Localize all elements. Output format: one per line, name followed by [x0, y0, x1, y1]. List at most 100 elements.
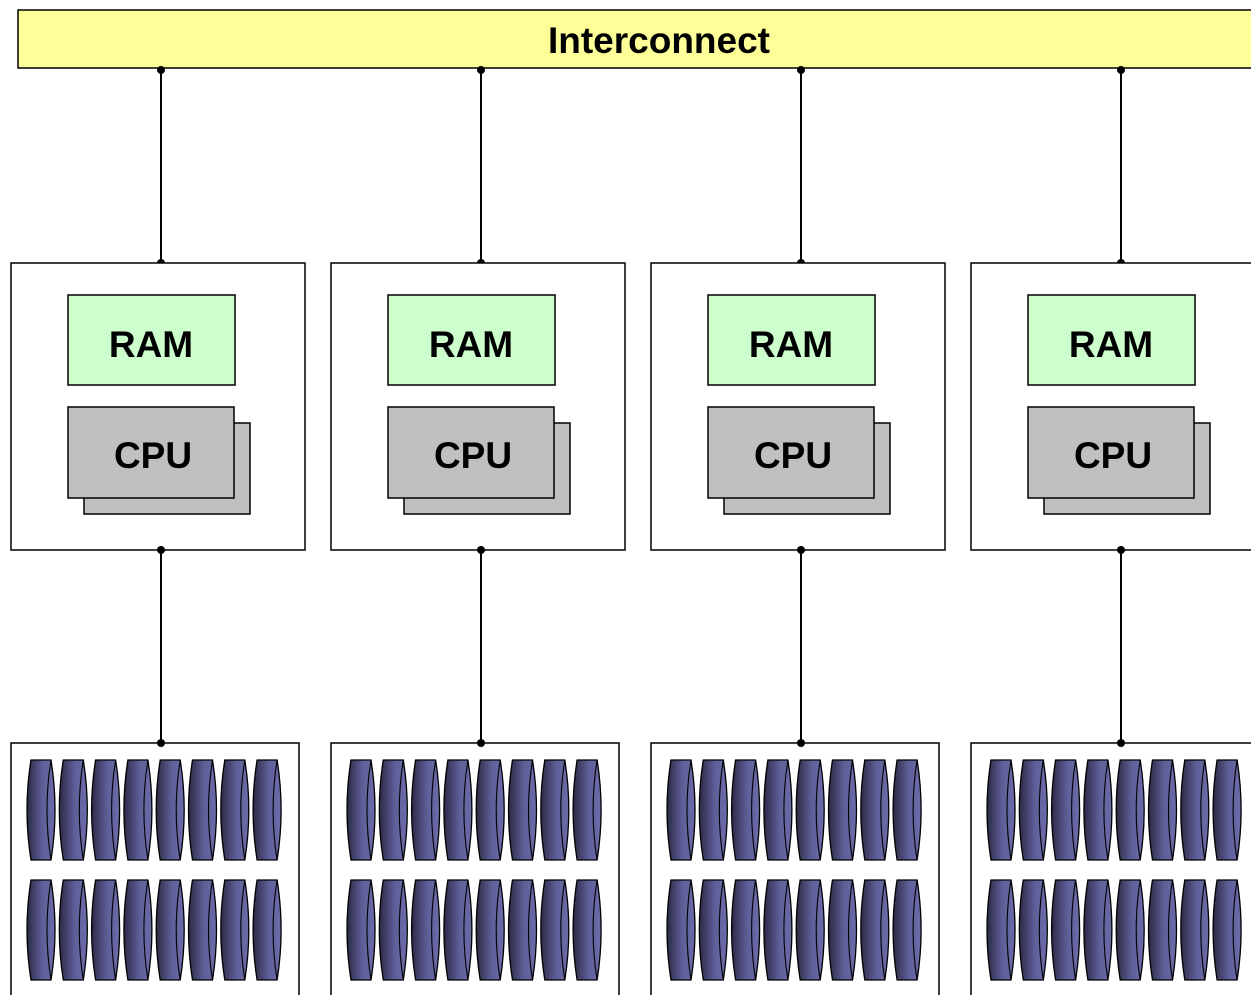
disk-body	[1180, 759, 1210, 861]
disk-icon	[892, 879, 922, 981]
disk-edge	[912, 759, 918, 861]
disk-body	[1018, 759, 1048, 861]
disk-icon	[860, 759, 890, 861]
disk-icon	[666, 879, 696, 981]
disk-body	[58, 759, 88, 861]
disk-icon	[666, 759, 696, 861]
disk-icon	[123, 759, 153, 861]
junction-dot	[1117, 546, 1125, 554]
disk-body	[187, 759, 218, 861]
disk-body	[1115, 759, 1145, 861]
disk-body	[1115, 879, 1145, 981]
disk-edge	[111, 879, 117, 981]
disk-icon	[540, 759, 570, 861]
disk-icon	[827, 759, 858, 861]
disk-body	[378, 879, 408, 981]
disk-body	[795, 879, 825, 981]
disk-icon	[698, 879, 728, 981]
disk-edge	[718, 879, 724, 981]
junction-dot	[797, 546, 805, 554]
disk-body	[730, 759, 761, 861]
disk-body	[1083, 879, 1113, 981]
junction-dot	[1117, 66, 1125, 74]
disk-body	[698, 759, 728, 861]
disk-body	[187, 879, 218, 981]
disk-body	[443, 759, 473, 861]
disk-edge	[1006, 879, 1012, 981]
disk-icon	[123, 879, 153, 981]
disk-body	[827, 759, 858, 861]
junction-dot	[157, 66, 165, 74]
disk-icon	[155, 759, 185, 861]
disk-body	[730, 879, 761, 981]
disk-icon	[986, 759, 1016, 861]
disk-edge	[463, 879, 469, 981]
storage-enclosure	[330, 742, 620, 995]
disk-edge	[592, 879, 598, 981]
disk-icon	[730, 759, 761, 861]
disk-icon	[572, 759, 602, 861]
junction-dot	[477, 546, 485, 554]
disk-icon	[795, 759, 825, 861]
disk-icon	[443, 759, 473, 861]
disk-edge	[1135, 759, 1141, 861]
disk-edge	[207, 879, 214, 981]
disk-body	[123, 759, 153, 861]
disk-body	[220, 879, 250, 981]
disk-icon	[892, 759, 922, 861]
disk-edge	[560, 759, 566, 861]
disk-icon	[1115, 879, 1145, 981]
disk-body	[1083, 759, 1113, 861]
disk-icon	[475, 759, 505, 861]
disk-edge	[912, 879, 918, 981]
cpu-label: CPU	[434, 435, 512, 476]
disk-edge	[847, 759, 854, 861]
disk-body	[666, 759, 696, 861]
disk-body	[26, 759, 56, 861]
disk-body	[572, 879, 602, 981]
cpu-label: CPU	[1074, 435, 1152, 476]
disk-edge	[527, 759, 534, 861]
disk-body	[475, 879, 505, 981]
disk-icon	[378, 879, 408, 981]
disk-edge	[431, 759, 437, 861]
disk-edge	[143, 759, 149, 861]
disk-edge	[431, 879, 437, 981]
disk-body	[507, 759, 538, 861]
disk-edge	[463, 759, 469, 861]
disk-icon	[572, 879, 602, 981]
disk-icon	[443, 879, 473, 981]
disk-icon	[763, 759, 793, 861]
ram-label: RAM	[109, 324, 193, 365]
disk-icon	[507, 759, 538, 861]
disk-icon	[26, 759, 56, 861]
disk-icon	[1147, 759, 1178, 861]
disk-body	[410, 879, 441, 981]
disk-icon	[1180, 879, 1210, 981]
disk-icon	[90, 879, 121, 981]
disk-body	[346, 759, 376, 861]
disk-icon	[410, 759, 441, 861]
disk-icon	[827, 879, 858, 981]
disk-body	[572, 759, 602, 861]
disk-edge	[560, 879, 566, 981]
disk-icon	[346, 759, 376, 861]
disk-edge	[751, 759, 757, 861]
disk-body	[666, 879, 696, 981]
disk-edge	[495, 879, 501, 981]
disk-edge	[751, 879, 757, 981]
disk-edge	[1038, 879, 1044, 981]
disk-edge	[686, 759, 692, 861]
disk-icon	[475, 879, 505, 981]
disk-edge	[366, 759, 372, 861]
ram-label: RAM	[749, 324, 833, 365]
disk-edge	[718, 759, 724, 861]
disk-icon	[410, 879, 441, 981]
disk-icon	[58, 759, 88, 861]
interconnect-label: Interconnect	[548, 20, 770, 61]
disk-edge	[207, 759, 214, 861]
disk-body	[410, 759, 441, 861]
